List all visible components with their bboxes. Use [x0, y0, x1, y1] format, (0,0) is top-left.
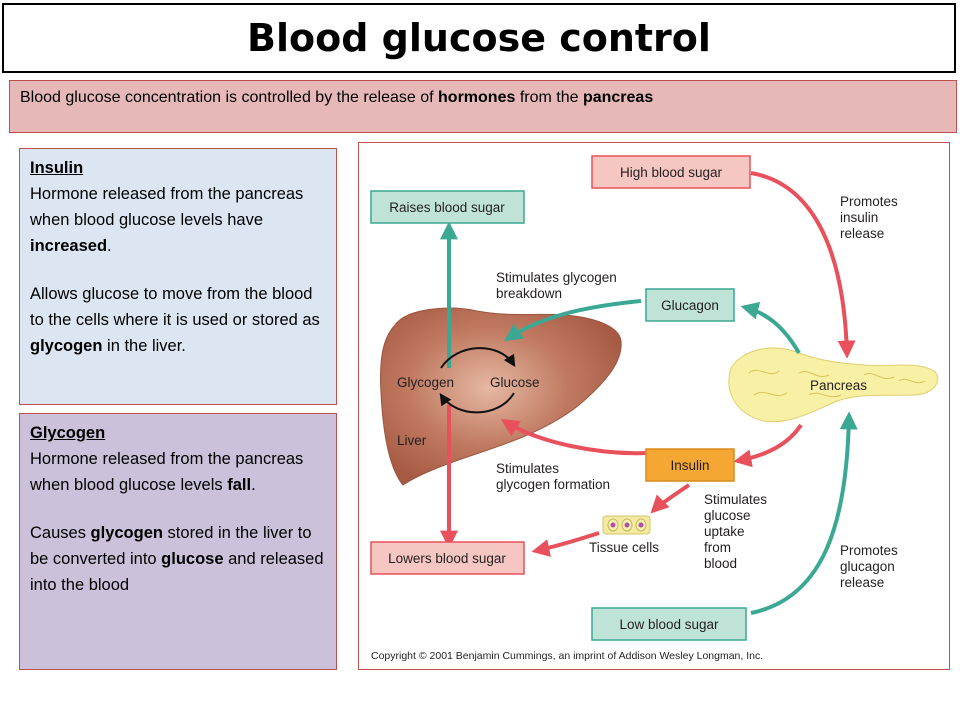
feedback-diagram: High blood sugar Raises blood sugar Gluc… [358, 142, 950, 670]
arrow-tissue-to-lowers [531, 531, 600, 557]
glycogen-paragraph-2: Causes glycogen stored in the liver to b… [30, 520, 326, 598]
glycogen-p2-text-2: stored in the liver to be converted into [30, 524, 312, 568]
formation-line-2: glycogen formation [496, 477, 610, 492]
insulin-p2-bold: glycogen [30, 337, 103, 355]
insulin-paragraph-1: Hormone released from the pancreas when … [30, 181, 326, 259]
raises-blood-sugar-label: Raises blood sugar [389, 200, 505, 215]
promotes-glucagon-line-2: glucagon [840, 559, 895, 574]
low-blood-sugar-box: Low blood sugar [591, 607, 747, 641]
arrow-insulin-to-liver [500, 419, 650, 456]
spacer [30, 259, 326, 281]
intro-banner: Blood glucose concentration is controlle… [9, 80, 957, 133]
liver-label: Liver [397, 433, 427, 448]
liver-shape [380, 307, 622, 486]
insulin-paragraph-2: Allows glucose to move from the blood to… [30, 281, 326, 359]
diagram-svg: High blood sugar Raises blood sugar Gluc… [370, 155, 939, 662]
glycogen-p2-text-1: Causes [30, 524, 91, 542]
uptake-line-2: glucose [704, 508, 751, 523]
uptake-line-1: Stimulates [704, 492, 767, 507]
promotes-insulin-line-2: insulin [840, 210, 878, 225]
tissue-cells [602, 515, 651, 535]
lowers-blood-sugar-box: Lowers blood sugar [370, 541, 525, 575]
breakdown-line-1: Stimulates glycogen [496, 270, 617, 285]
insulin-p1-end: . [107, 237, 112, 255]
high-blood-sugar-label: High blood sugar [620, 165, 723, 180]
promotes-glucagon-line-3: release [840, 575, 884, 590]
pancreas-shape [728, 347, 939, 423]
low-blood-sugar-label: Low blood sugar [619, 617, 719, 632]
page-title: Blood glucose control [247, 16, 711, 60]
cycle-arrow-bottom [439, 392, 515, 414]
glucagon-box: Glucagon [645, 288, 735, 322]
insulin-box: Insulin [645, 448, 735, 482]
high-blood-sugar-box: High blood sugar [591, 155, 751, 189]
glycogen-p1-end: . [251, 476, 256, 494]
insulin-heading: Insulin [30, 159, 84, 177]
insulin-panel: Insulin Hormone released from the pancre… [19, 148, 337, 405]
insulin-label: Insulin [670, 458, 709, 473]
insulin-p2-text: Allows glucose to move from the blood to… [30, 285, 320, 329]
intro-bold-pancreas: pancreas [582, 89, 654, 106]
pancreas-label: Pancreas [810, 378, 867, 393]
intro-bold-hormones: hormones [438, 89, 516, 106]
promotes-insulin-line-1: Promotes [840, 194, 898, 209]
glycogen-heading: Glycogen [30, 424, 106, 442]
glucagon-label: Glucagon [661, 298, 719, 313]
promotes-insulin-line-3: release [840, 226, 884, 241]
breakdown-line-2: breakdown [496, 286, 562, 301]
intro-text-2: from the [515, 89, 583, 106]
glycogen-p1-text: Hormone released from the pancreas when … [30, 450, 304, 494]
insulin-p1-text: Hormone released from the pancreas when … [30, 185, 304, 229]
uptake-line-4: from [704, 540, 731, 555]
intro-text-1: Blood glucose concentration is controlle… [20, 89, 439, 106]
arrow-high-sugar-to-pancreas [750, 171, 856, 359]
glycogen-panel: Glycogen Hormone released from the pancr… [19, 413, 337, 670]
glycogen-p1-bold: fall [227, 476, 252, 494]
arrow-pancreas-to-glucagon [740, 301, 801, 354]
arrow-low-sugar-to-pancreas [750, 411, 858, 615]
glycogen-label: Glycogen [397, 375, 454, 390]
title-box: Blood glucose control [2, 3, 956, 73]
glycogen-p2-text-3: and released into the blood [30, 550, 324, 594]
spacer [30, 498, 326, 520]
insulin-p2-end: in the liver. [102, 337, 186, 355]
glycogen-p2-bold-1: glycogen [90, 524, 163, 542]
raises-blood-sugar-box: Raises blood sugar [370, 190, 525, 224]
lowers-blood-sugar-label: Lowers blood sugar [388, 551, 506, 566]
arrow-insulin-to-tissue [650, 483, 691, 514]
insulin-p1-bold: increased [30, 237, 108, 255]
copyright-text: Copyright © 2001 Benjamin Cummings, an i… [371, 650, 763, 662]
glucose-label: Glucose [490, 375, 540, 390]
arrow-glucagon-to-liver [503, 299, 642, 341]
tissue-cells-label: Tissue cells [589, 540, 659, 555]
glycogen-paragraph-1: Hormone released from the pancreas when … [30, 446, 326, 498]
stimulates-glycogen-breakdown-label: Stimulates glycogen breakdown [496, 270, 621, 301]
stimulates-glucose-uptake-label: Stimulates glucose uptake from blood [704, 492, 771, 571]
arrow-pancreas-to-insulin [733, 423, 803, 468]
uptake-line-5: blood [704, 556, 737, 571]
stimulates-glycogen-formation-label: Stimulates glycogen formation [496, 461, 610, 492]
formation-line-1: Stimulates [496, 461, 559, 476]
promotes-glucagon-release-label: Promotes glucagon release [840, 543, 902, 590]
uptake-line-3: uptake [704, 524, 745, 539]
cycle-arrow-top [440, 347, 516, 369]
promotes-insulin-release-label: Promotes insulin release [840, 194, 902, 241]
promotes-glucagon-line-1: Promotes [840, 543, 898, 558]
glycogen-p2-bold-2: glucose [161, 550, 224, 568]
